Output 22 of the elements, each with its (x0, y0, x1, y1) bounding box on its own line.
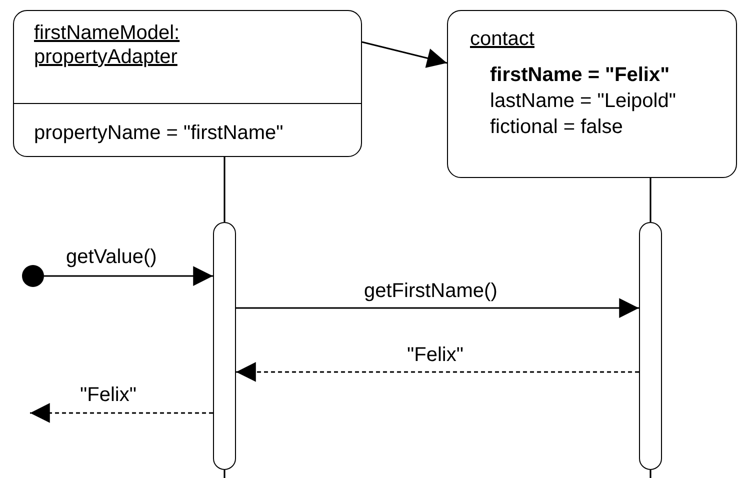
edge-label: getValue() (64, 246, 159, 268)
lifeline (224, 470, 226, 478)
object-name: firstNameModel: propertyAdapter (34, 21, 181, 69)
start-dot (22, 265, 44, 287)
attribute-text: lastName = "Leipold" (490, 89, 676, 113)
object-box (447, 10, 737, 178)
activation-bar (213, 222, 236, 470)
message-arrow (236, 298, 639, 318)
attribute-text: propertyName = "firstName" (34, 121, 284, 145)
edge-label: getFirstName() (362, 280, 500, 302)
message-arrow (44, 266, 213, 286)
object-name: contact (470, 27, 534, 51)
return-arrow (30, 403, 213, 423)
message-arrow (362, 41, 448, 68)
return-arrow (236, 362, 639, 382)
lifeline (650, 178, 652, 222)
activation-bar (639, 222, 662, 470)
attribute-text: firstName = "Felix" (490, 63, 670, 87)
object-box (13, 10, 362, 157)
lifeline (224, 157, 226, 222)
attribute-text: fictional = false (490, 115, 623, 139)
lifeline (650, 470, 652, 478)
